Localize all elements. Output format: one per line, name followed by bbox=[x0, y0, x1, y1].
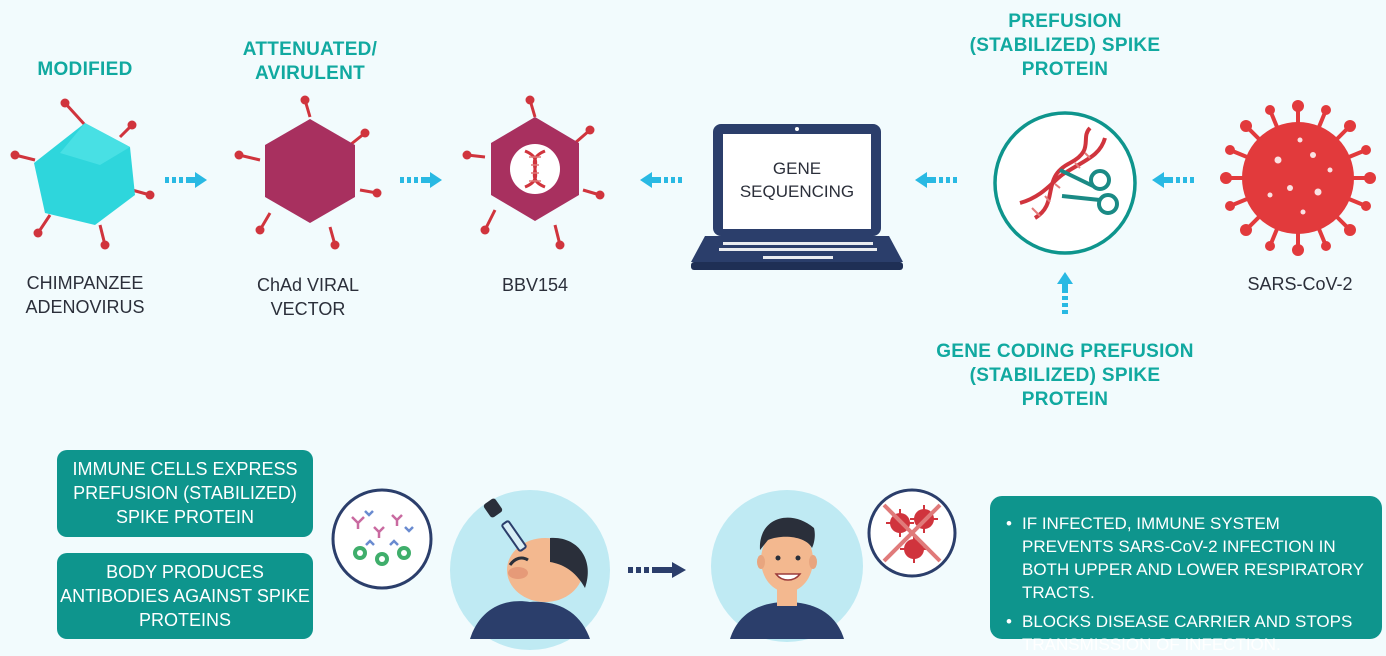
outcome-item: BLOCKS DISEASE CARRIER AND STOPS TRANSMI… bbox=[1004, 610, 1370, 656]
sars-cov-2-label: SARS-CoV-2 bbox=[1247, 274, 1353, 294]
healthy-person-icon bbox=[711, 490, 863, 642]
arrow-left-icon bbox=[640, 172, 682, 188]
outcome-item: IF INFECTED, IMMUNE SYSTEM PREVENTS SARS… bbox=[1004, 512, 1370, 604]
gene-sequencing-screen-text: GENE SEQUENCING bbox=[739, 159, 855, 201]
magenta-vector-icon bbox=[234, 95, 382, 250]
chimpanzee-adenovirus-label: CHIMPANZEE ADENOVIRUS bbox=[25, 273, 145, 317]
gene-coding-title: GENE CODING PREFUSION (STABILIZED) SPIKE… bbox=[936, 341, 1194, 410]
dna-scissors-icon bbox=[993, 111, 1137, 255]
immune-cells-icon bbox=[331, 488, 433, 590]
virus-blocked-icon bbox=[867, 488, 957, 578]
coronavirus-icon bbox=[1220, 100, 1376, 256]
antibodies-box: BODY PRODUCES ANTIBODIES AGAINST SPIKE P… bbox=[57, 553, 313, 639]
arrow-left-icon bbox=[915, 172, 957, 188]
arrow-right-icon bbox=[400, 172, 442, 188]
modified-title: MODIFIED bbox=[37, 59, 133, 80]
outcomes-box: IF INFECTED, IMMUNE SYSTEM PREVENTS SARS… bbox=[990, 496, 1382, 654]
immune-cells-box: IMMUNE CELLS EXPRESS PREFUSION (STABILIZ… bbox=[57, 450, 313, 537]
prefusion-spike-title: PREFUSION (STABILIZED) SPIKE PROTEIN bbox=[969, 11, 1161, 80]
person-nasal-drops-icon bbox=[450, 490, 610, 650]
laptop-icon bbox=[691, 124, 903, 270]
attenuated-title: ATTENUATED/ AVIRULENT bbox=[242, 39, 378, 84]
cyan-adenovirus-icon bbox=[10, 98, 155, 250]
arrow-left-icon bbox=[1152, 172, 1194, 188]
bbv154-label: BBV154 bbox=[501, 275, 569, 295]
chad-viral-vector-label: ChAd VIRAL VECTOR bbox=[256, 275, 360, 319]
arrow-right-icon bbox=[165, 172, 207, 188]
arrow-up-icon bbox=[1057, 272, 1073, 314]
bbv154-vector-with-dna-icon bbox=[462, 95, 605, 250]
arrow-right-icon bbox=[628, 562, 686, 578]
